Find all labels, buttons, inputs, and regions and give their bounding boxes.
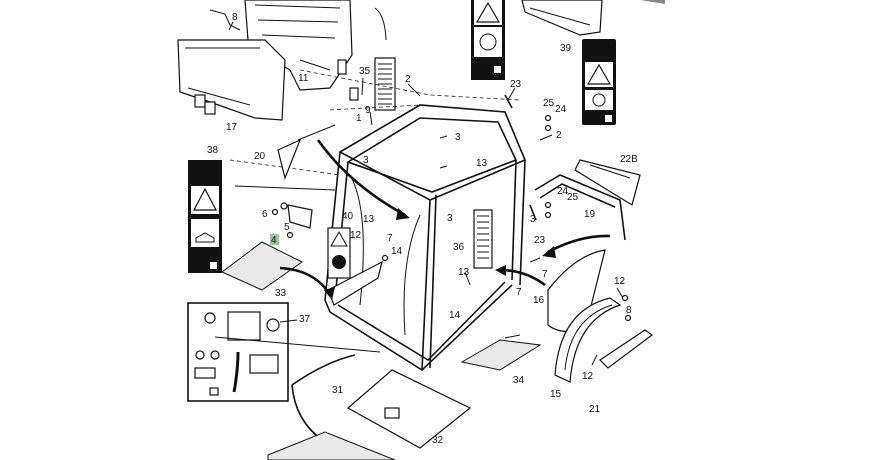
decal-40 (327, 227, 351, 279)
callout-1: 1 (356, 113, 362, 124)
callout-21: 21 (589, 404, 601, 415)
mat-34 (460, 339, 542, 371)
fender-15 (554, 297, 622, 383)
leader-lines (214, 21, 632, 366)
seal-31 (291, 354, 356, 441)
floor-plate-32 (267, 369, 472, 460)
callout-8b: 8 (626, 305, 632, 316)
callout-3a: 3 (455, 132, 461, 143)
trim-20 (277, 124, 336, 180)
callout-13c: 13 (458, 267, 470, 278)
callout-15: 15 (550, 389, 562, 400)
callout-4: 4 (271, 235, 277, 246)
callout-2b: 2 (556, 130, 562, 141)
callout-3d: 3 (530, 214, 536, 225)
callout-labels: 8 11 17 35 2 9 1 3 3 13 3 23 25 24 2 39 … (207, 12, 638, 446)
callout-32: 32 (432, 435, 444, 446)
callout-22b: 22B (620, 154, 638, 165)
side-panel-17 (177, 39, 286, 121)
callout-7c: 7 (516, 287, 522, 298)
callout-36: 36 (453, 242, 465, 253)
callout-35: 35 (359, 66, 371, 77)
warning-decal-39 (582, 39, 616, 125)
callout-13b: 13 (363, 214, 375, 225)
callout-20: 20 (254, 151, 266, 162)
callout-3c: 3 (447, 213, 453, 224)
callout-37: 37 (299, 314, 311, 325)
callout-8: 8 (232, 12, 238, 23)
callout-24a: 24 (555, 104, 567, 115)
callout-7b: 7 (542, 269, 548, 280)
callout-2: 2 (405, 74, 411, 85)
callout-25a: 25 (543, 98, 555, 109)
callout-34: 34 (513, 375, 525, 386)
callout-14a: 14 (391, 246, 403, 257)
callout-38: 38 (207, 145, 219, 156)
callout-14b: 14 (449, 310, 461, 321)
callout-25b: 25 (567, 192, 579, 203)
callout-16: 16 (533, 295, 545, 306)
mirror-part-4 (280, 202, 313, 229)
callout-24b: 24 (557, 186, 569, 197)
callout-12c: 12 (582, 371, 594, 382)
rail-19 (534, 174, 626, 241)
warning-decal-38 (188, 160, 222, 273)
decal-35 (374, 57, 396, 111)
callout-6: 6 (262, 209, 268, 220)
callout-12b: 12 (614, 276, 626, 287)
panel-top-right (521, 0, 665, 36)
strip-21 (599, 329, 654, 369)
callout-40: 40 (342, 211, 354, 222)
cab-frame (229, 69, 527, 372)
rail-22b (574, 159, 641, 206)
warning-decal-top (471, 0, 505, 80)
callout-12a: 12 (350, 230, 362, 241)
callout-13a: 13 (476, 158, 488, 169)
callout-7a: 7 (387, 233, 393, 244)
fender-16 (547, 249, 606, 333)
callout-31: 31 (332, 385, 344, 396)
callout-11: 11 (298, 73, 309, 84)
callout-33: 33 (275, 288, 287, 299)
callout-5: 5 (284, 222, 290, 233)
callout-23a: 23 (510, 79, 522, 90)
arrows (279, 139, 611, 300)
callout-9: 9 (365, 105, 371, 116)
callout-39: 39 (560, 43, 572, 54)
callout-3b: 3 (363, 155, 369, 166)
callout-19: 19 (584, 209, 596, 220)
detail-box-37 (187, 302, 289, 402)
callout-23b: 23 (534, 235, 546, 246)
callout-4-highlight (270, 234, 279, 245)
mat-33 (221, 241, 303, 291)
decal-36 (473, 209, 493, 269)
callout-17: 17 (226, 122, 238, 133)
